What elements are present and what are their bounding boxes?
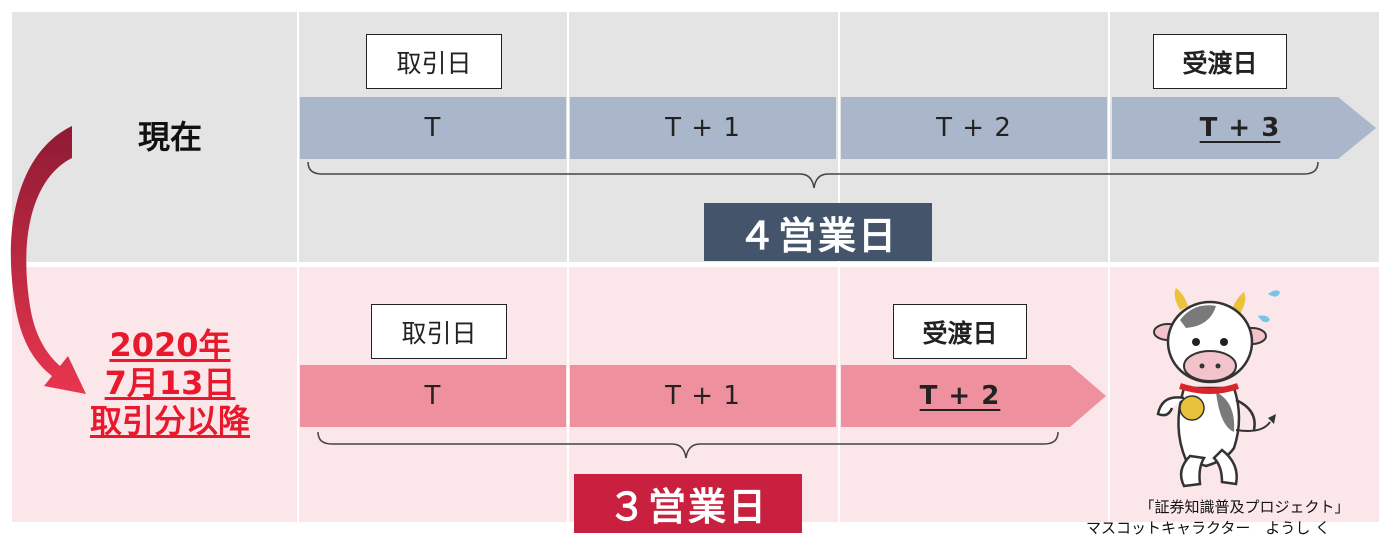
new-span-brace bbox=[317, 431, 1059, 459]
new-row-title-line-3: 取引分以降 bbox=[89, 402, 250, 440]
current-trade-date-label: 取引日 bbox=[366, 34, 502, 89]
new-day-T2: T + 2 bbox=[919, 381, 1001, 411]
current-timeline-arrow bbox=[300, 97, 1376, 159]
new-day-T: T bbox=[424, 381, 442, 411]
new-trade-date-label: 取引日 bbox=[371, 304, 507, 359]
mascot-caption-line-1: 「証券知識普及プロジェクト」 bbox=[1139, 498, 1350, 516]
new-row-title-cell bbox=[12, 267, 297, 522]
new-day-T1: T + 1 bbox=[665, 381, 741, 411]
new-total-days-badge: ３営業日 bbox=[574, 474, 802, 533]
mascot-cell bbox=[1110, 267, 1379, 522]
new-timeline-arrow bbox=[300, 365, 1106, 427]
current-span-brace bbox=[307, 161, 1319, 189]
mascot-caption-line-2: マスコットキャラクター ようし く bbox=[1086, 519, 1331, 537]
current-row-title: 現在 bbox=[137, 118, 202, 156]
new-settlement-date-label: 受渡日 bbox=[893, 304, 1027, 359]
new-row-title: 2020年 7月13日 取引分以降 bbox=[55, 326, 285, 440]
new-row-title-line-2: 7月13日 bbox=[104, 364, 236, 402]
current-day-T3: T + 3 bbox=[1199, 113, 1281, 143]
current-settlement-date-label: 受渡日 bbox=[1153, 34, 1287, 89]
cow-mascot-illustration bbox=[1153, 288, 1280, 488]
current-day-T2: T + 2 bbox=[936, 113, 1012, 143]
new-row-title-line-1: 2020年 bbox=[109, 326, 231, 364]
transition-arrow bbox=[10, 126, 86, 394]
current-day-T: T bbox=[424, 113, 442, 143]
current-day-T1: T + 1 bbox=[665, 113, 741, 143]
current-total-days-badge: ４営業日 bbox=[704, 203, 932, 261]
